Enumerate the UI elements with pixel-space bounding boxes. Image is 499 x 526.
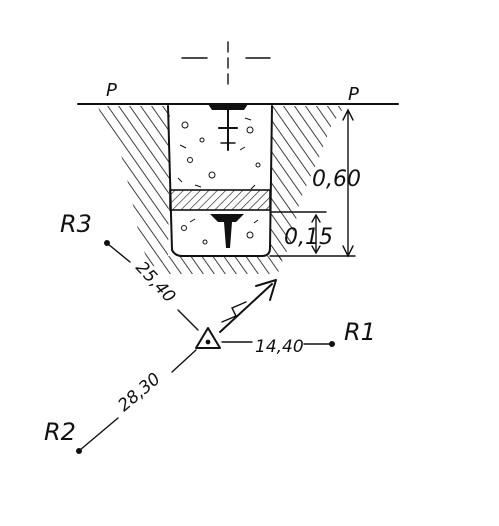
north-arrow-icon	[219, 279, 277, 333]
p-left-label: P	[106, 80, 117, 101]
depth-total-label: 0,60	[312, 167, 361, 192]
soil-hatching	[98, 106, 345, 274]
station-r1-label: R1	[344, 318, 376, 346]
station-line-r1	[221, 341, 335, 347]
depth-bottom-label: 0,15	[284, 225, 333, 250]
dimension-bottom: 0,15	[269, 211, 333, 255]
station-r2-label: R2	[44, 418, 76, 446]
triangle-point-icon	[195, 327, 221, 349]
pit-section	[167, 104, 273, 257]
station-r3-label: R3	[60, 210, 92, 238]
dimension-total: 0,60	[269, 108, 361, 258]
distance-r1-label: 14,40	[255, 337, 304, 357]
axis-mark	[181, 41, 271, 91]
distance-r2-label: 28,30	[114, 369, 164, 416]
station-line-r3	[104, 240, 199, 331]
p-right-label: P	[348, 84, 359, 105]
station-line-r2	[76, 349, 197, 454]
